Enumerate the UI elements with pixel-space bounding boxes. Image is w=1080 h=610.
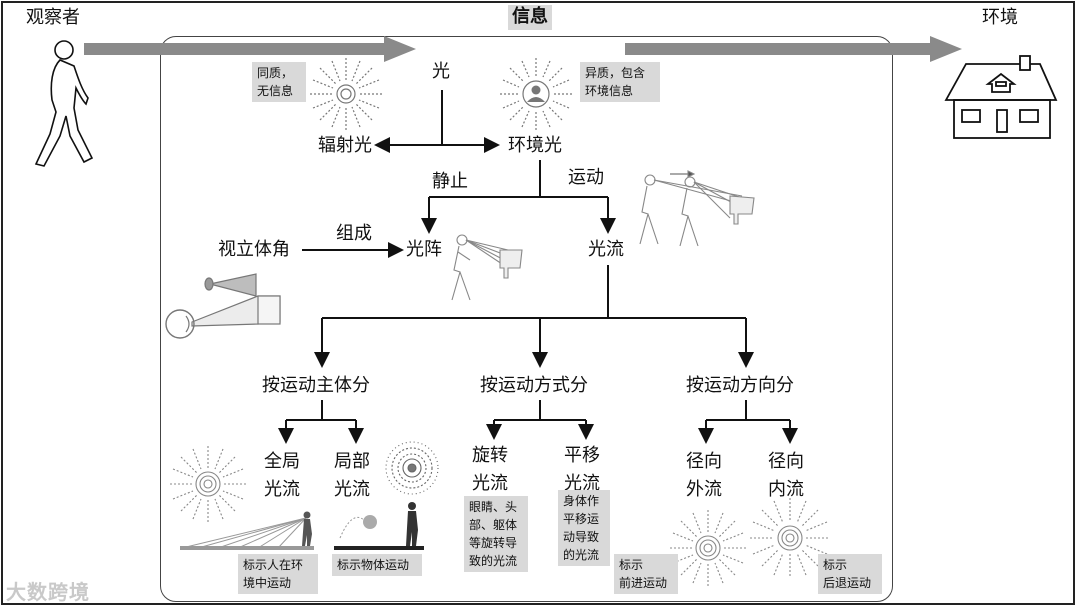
backward-motion-note: 标示 后退运动 bbox=[818, 554, 882, 594]
optic-flow-label: 光流 bbox=[588, 239, 624, 260]
info-to-environment-arrow bbox=[625, 36, 962, 62]
walking-person-icon bbox=[34, 40, 94, 167]
compose-label: 组成 bbox=[336, 223, 372, 244]
motion-label: 运动 bbox=[568, 167, 604, 188]
rotation-flow-label: 旋转 光流 bbox=[472, 445, 508, 494]
radial-out-label: 径向 外流 bbox=[686, 451, 722, 500]
forward-motion-note: 标示 前进运动 bbox=[614, 554, 678, 594]
information-label: 信息 bbox=[508, 5, 552, 30]
by-mode-label: 按运动方式分 bbox=[480, 375, 588, 396]
ambient-light-person-icon bbox=[500, 58, 572, 130]
homogeneous-note: 同质， 无信息 bbox=[252, 62, 306, 102]
radiant-light-label: 辐射光 bbox=[318, 135, 372, 156]
radial-in-burst-icon bbox=[750, 498, 830, 578]
light-label: 光 bbox=[432, 61, 450, 82]
observer-to-info-arrow bbox=[84, 36, 416, 62]
radiant-light-burst-icon bbox=[310, 58, 382, 130]
global-flow-note: 标示人在环 境中运动 bbox=[238, 554, 318, 594]
ambient-light-label: 环境光 bbox=[508, 135, 562, 156]
radial-in-label: 径向 内流 bbox=[768, 451, 804, 500]
house-icon bbox=[944, 55, 1058, 139]
local-flow-label: 局部 光流 bbox=[334, 451, 370, 500]
global-flow-label: 全局 光流 bbox=[264, 451, 300, 500]
optic-array-label: 光阵 bbox=[406, 239, 442, 260]
translation-note: 身体作 平移运 动导致 的光流 bbox=[558, 490, 610, 566]
radial-out-burst-icon bbox=[670, 510, 746, 586]
static-label: 静止 bbox=[432, 171, 468, 192]
local-flow-burst-icon bbox=[385, 441, 439, 495]
global-flow-burst-icon bbox=[170, 446, 246, 522]
heterogeneous-note: 异质，包含 环境信息 bbox=[580, 62, 660, 102]
global-flow-ground-icon bbox=[180, 511, 314, 550]
information-panel bbox=[160, 36, 893, 602]
translation-flow-label: 平移 光流 bbox=[564, 445, 600, 494]
by-subject-label: 按运动主体分 bbox=[262, 375, 370, 396]
visual-angle-eye-icon bbox=[165, 273, 281, 339]
by-direction-label: 按运动方向分 bbox=[686, 375, 794, 396]
observer-label: 观察者 bbox=[26, 7, 80, 28]
watermark-logo: 大数跨境 bbox=[6, 580, 90, 604]
optic-array-person-icon bbox=[451, 234, 523, 301]
rotation-note: 眼睛、头 部、躯体 等旋转导 致的光流 bbox=[464, 496, 528, 572]
local-flow-note: 标示物体运动 bbox=[332, 554, 422, 576]
visual-angle-label: 视立体角 bbox=[218, 239, 290, 260]
optic-flow-persons-icon bbox=[639, 170, 755, 247]
local-flow-object-icon bbox=[334, 502, 424, 550]
environment-label: 环境 bbox=[982, 7, 1018, 28]
